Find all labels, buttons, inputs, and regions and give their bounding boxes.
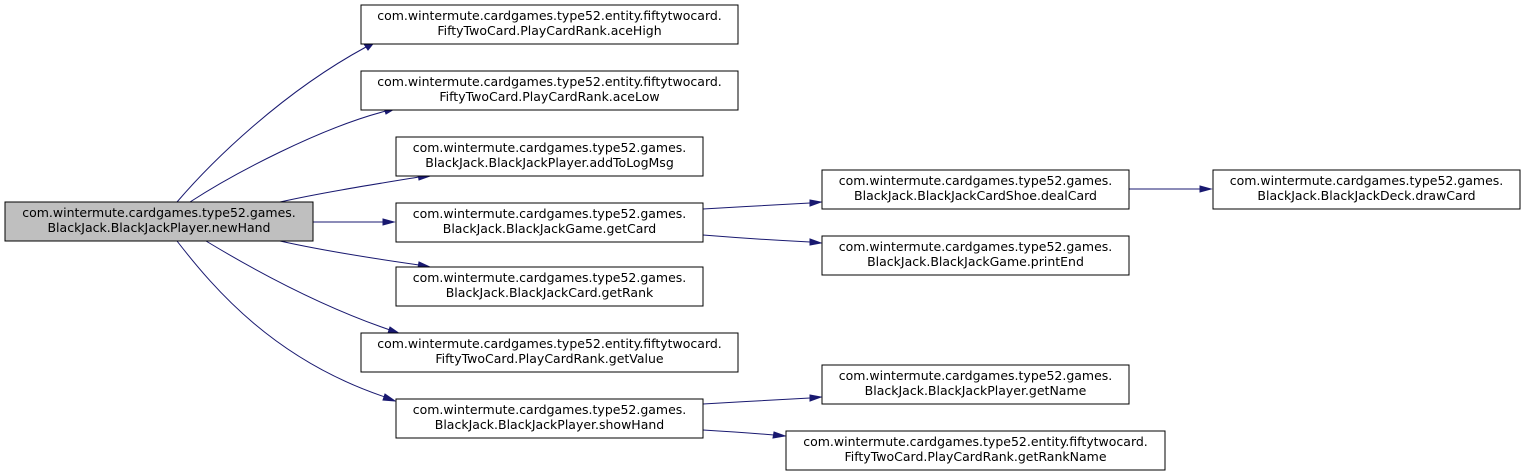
edge-showHand-to-getName [702, 394, 823, 405]
call-graph-nodes: com.wintermute.cardgames.type52.games.Bl… [4, 4, 1521, 471]
node-getValue[interactable]: com.wintermute.cardgames.type52.entity.f… [360, 332, 739, 373]
node-label-line1: com.wintermute.cardgames.type52.entity.f… [377, 336, 722, 351]
node-label-line1: com.wintermute.cardgames.type52.games. [413, 270, 687, 285]
node-label-line1: com.wintermute.cardgames.type52.games. [839, 239, 1113, 254]
node-getRank[interactable]: com.wintermute.cardgames.type52.games.Bl… [395, 266, 704, 307]
edge-line [702, 429, 775, 436]
node-label-line2: FiftyTwoCard.PlayCardRank.aceHigh [437, 23, 661, 38]
edge-line [702, 234, 811, 243]
node-box [360, 70, 739, 111]
edge-getCard-to-printEnd [702, 234, 823, 246]
node-getName[interactable]: com.wintermute.cardgames.type52.games.Bl… [821, 364, 1130, 405]
node-label-line2: BlackJack.BlackJackPlayer.addToLogMsg [425, 155, 674, 170]
node-box [395, 136, 704, 177]
node-root[interactable]: com.wintermute.cardgames.type52.games.Bl… [4, 201, 314, 242]
arrowhead-icon [382, 218, 396, 226]
node-box [821, 364, 1130, 405]
node-dealCard[interactable]: com.wintermute.cardgames.type52.games.Bl… [821, 169, 1130, 210]
node-label-line2: FiftyTwoCard.PlayCardRank.aceLow [439, 89, 659, 104]
arrowhead-icon [809, 199, 823, 207]
node-getRankName[interactable]: com.wintermute.cardgames.type52.entity.f… [785, 430, 1166, 471]
node-label-line1: com.wintermute.cardgames.type52.entity.f… [803, 434, 1148, 449]
node-aceHigh[interactable]: com.wintermute.cardgames.type52.entity.f… [360, 4, 739, 45]
node-label-line1: com.wintermute.cardgames.type52.games. [413, 140, 687, 155]
node-addToLogMsg[interactable]: com.wintermute.cardgames.type52.games.Bl… [395, 136, 704, 177]
edge-line [702, 397, 811, 405]
arrowhead-icon [772, 431, 787, 439]
edge-root-to-addToLogMsg [279, 173, 432, 203]
node-box [360, 332, 739, 373]
node-printEnd[interactable]: com.wintermute.cardgames.type52.games.Bl… [821, 235, 1130, 276]
edge-line [189, 110, 387, 203]
edge-line [702, 202, 811, 210]
node-label-line1: com.wintermute.cardgames.type52.games. [22, 205, 296, 220]
node-showHand[interactable]: com.wintermute.cardgames.type52.games.Bl… [395, 398, 704, 439]
node-box [395, 398, 704, 439]
node-box [395, 266, 704, 307]
edge-root-to-getValue [205, 240, 402, 335]
edge-line [279, 176, 420, 203]
arrowhead-icon [809, 238, 823, 246]
edge-root-to-getCard [313, 218, 396, 226]
node-label-line1: com.wintermute.cardgames.type52.entity.f… [377, 74, 722, 89]
edge-line [176, 240, 386, 398]
node-label-line1: com.wintermute.cardgames.type52.games. [839, 173, 1113, 188]
edge-line [279, 240, 420, 266]
node-label-line2: BlackJack.BlackJackGame.getCard [443, 221, 656, 236]
arrowhead-icon [809, 394, 823, 402]
edge-line [176, 46, 367, 203]
node-box [1212, 169, 1521, 210]
node-label-line2: FiftyTwoCard.PlayCardRank.getValue [435, 351, 664, 366]
edge-root-to-aceHigh [176, 38, 378, 203]
node-label-line2: BlackJack.BlackJackPlayer.newHand [47, 220, 270, 235]
edge-showHand-to-getRankName [702, 429, 787, 439]
edge-line [205, 240, 391, 331]
node-label-line2: BlackJack.BlackJackCardShoe.dealCard [854, 188, 1097, 203]
edge-root-to-getRank [279, 240, 432, 269]
node-label-line1: com.wintermute.cardgames.type52.games. [413, 402, 687, 417]
edge-getCard-to-dealCard [702, 199, 823, 210]
edge-root-to-showHand [176, 240, 397, 402]
edge-dealCard-to-drawCard [1128, 185, 1213, 193]
node-label-line1: com.wintermute.cardgames.type52.games. [413, 206, 687, 221]
node-getCard[interactable]: com.wintermute.cardgames.type52.games.Bl… [395, 202, 704, 243]
node-drawCard[interactable]: com.wintermute.cardgames.type52.games.Bl… [1212, 169, 1521, 210]
node-box [821, 169, 1130, 210]
node-label-line1: com.wintermute.cardgames.type52.entity.f… [377, 8, 722, 23]
node-label-line2: BlackJack.BlackJackCard.getRank [446, 285, 654, 300]
node-box [360, 4, 739, 45]
node-box [821, 235, 1130, 276]
node-box [4, 201, 314, 242]
node-label-line2: BlackJack.BlackJackPlayer.getName [865, 383, 1087, 398]
node-label-line2: BlackJack.BlackJackGame.printEnd [867, 254, 1084, 269]
node-label-line2: FiftyTwoCard.PlayCardRank.getRankName [844, 449, 1106, 464]
node-label-line2: BlackJack.BlackJackDeck.drawCard [1257, 188, 1475, 203]
node-box [395, 202, 704, 243]
node-label-line1: com.wintermute.cardgames.type52.games. [839, 368, 1113, 383]
node-aceLow[interactable]: com.wintermute.cardgames.type52.entity.f… [360, 70, 739, 111]
node-box [785, 430, 1166, 471]
call-graph-edges [176, 38, 1213, 439]
node-label-line2: BlackJack.BlackJackPlayer.showHand [435, 417, 664, 432]
node-label-line1: com.wintermute.cardgames.type52.games. [1230, 173, 1504, 188]
arrowhead-icon [382, 393, 397, 402]
arrowhead-icon [1199, 185, 1213, 193]
